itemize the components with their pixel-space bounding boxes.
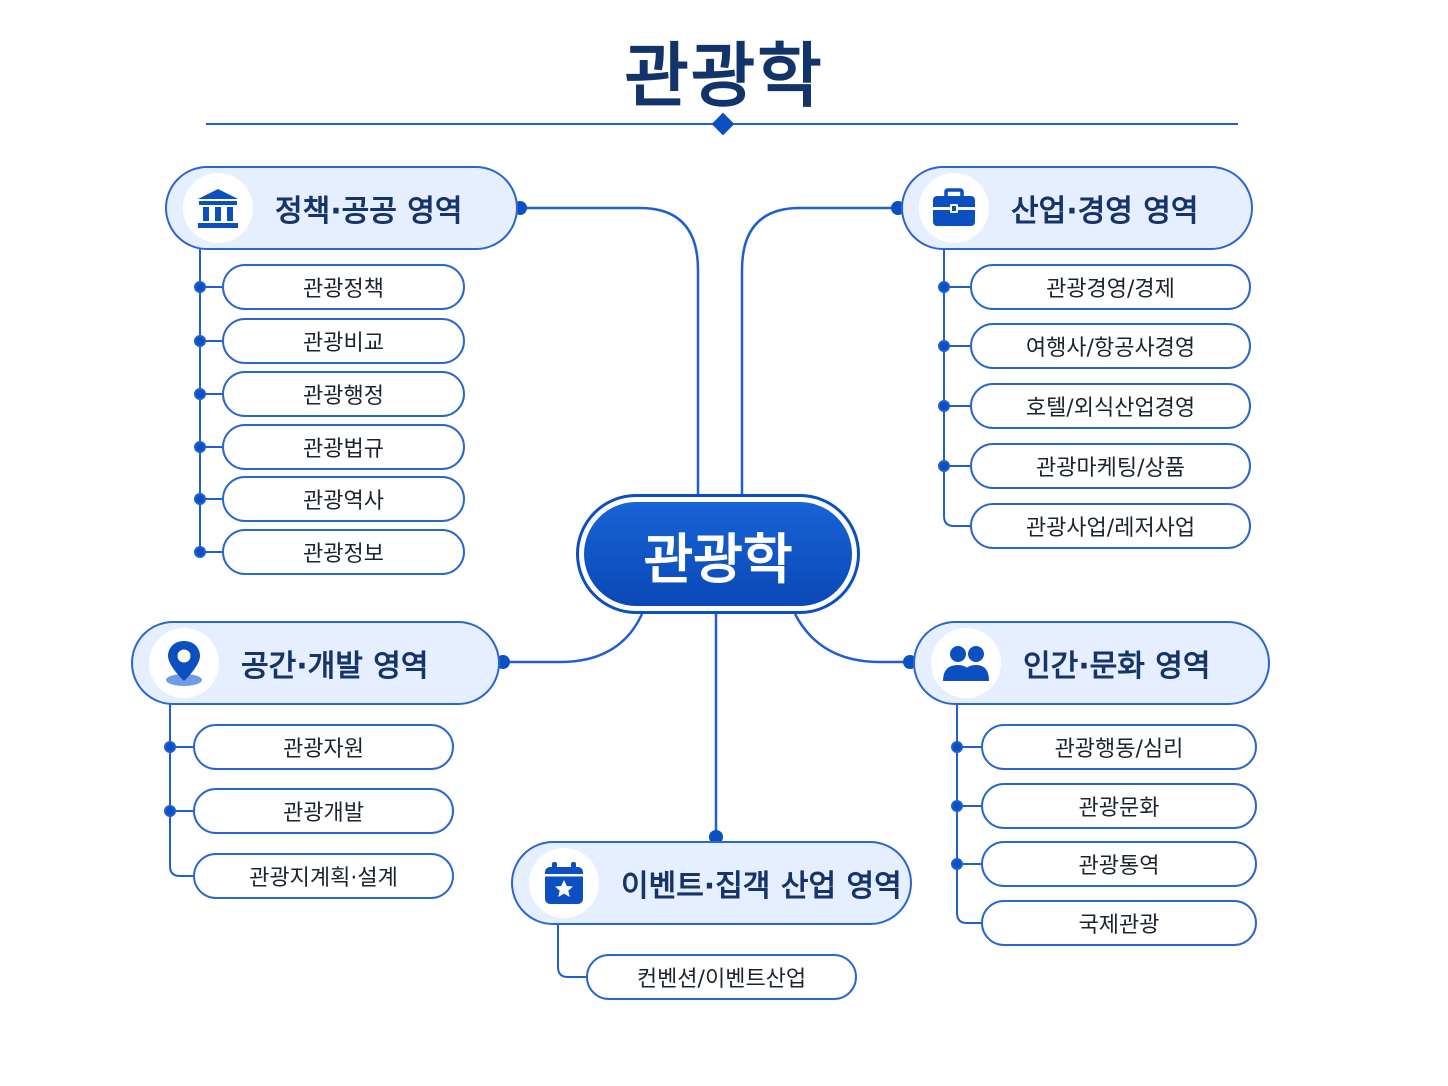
branch-trunk [956,704,981,924]
leaf-item[interactable]: 관광마케팅/상품 [970,443,1251,489]
center-node-label: 관광학 [584,502,852,606]
leaf-item[interactable]: 호텔/외식산업경영 [970,383,1251,429]
category-event[interactable]: 이벤트·집객 산업 영역 [511,841,912,925]
location-pin-icon [149,628,219,698]
category-policy[interactable]: 정책·공공 영역 [165,166,518,250]
category-space[interactable]: 공간·개발 영역 [131,621,500,705]
leaf-item[interactable]: 관광행정 [222,371,465,417]
page-title: 관광학 [624,33,824,117]
category-industry[interactable]: 산업·경영 영역 [901,166,1253,250]
leaf-item[interactable]: 관광정책 [222,264,465,310]
leaf-item[interactable]: 국제관광 [981,900,1257,946]
branch-trunk [169,704,193,877]
industry-ticks [938,281,970,472]
leaf-item[interactable]: 관광정보 [222,529,465,575]
leaf-item[interactable]: 관광개발 [193,788,454,834]
leaf-item[interactable]: 관광사업/레저사업 [970,503,1251,549]
leaf-item[interactable]: 관광법규 [222,424,465,470]
link-policy [520,206,700,494]
node-dot [709,830,723,844]
link-human [793,613,910,664]
leaf-item[interactable]: 관광지계획·설계 [193,853,454,899]
calendar-star-icon [529,848,599,918]
category-label: 공간·개발 영역 [241,649,429,684]
branch-trunk [943,248,970,527]
category-label: 이벤트·집객 산업 영역 [621,869,902,904]
leaf-item[interactable]: 관광역사 [222,476,465,522]
government-building-icon [183,173,253,243]
leaf-item[interactable]: 컨벤션/이벤트산업 [586,954,857,1000]
category-label: 정책·공공 영역 [275,194,463,229]
leaf-item[interactable]: 관광자원 [193,724,454,770]
leaf-item[interactable]: 여행사/항공사경영 [970,323,1251,369]
category-label: 인간·문화 영역 [1023,649,1211,684]
space-ticks [164,741,193,817]
link-industry [740,206,898,494]
branch-trunk [557,924,586,978]
link-space [503,613,644,664]
leaf-item[interactable]: 관광경영/경제 [970,264,1251,310]
leaf-item[interactable]: 관광문화 [981,783,1257,829]
human-ticks [951,741,981,870]
category-human[interactable]: 인간·문화 영역 [913,621,1270,705]
people-icon [931,628,1001,698]
briefcase-icon [919,173,989,243]
policy-ticks [194,281,222,558]
leaf-item[interactable]: 관광통역 [981,841,1257,887]
leaf-item[interactable]: 관광비교 [222,318,465,364]
center-node: 관광학 [576,494,860,614]
leaf-item[interactable]: 관광행동/심리 [981,724,1257,770]
category-label: 산업·경영 영역 [1011,194,1199,229]
